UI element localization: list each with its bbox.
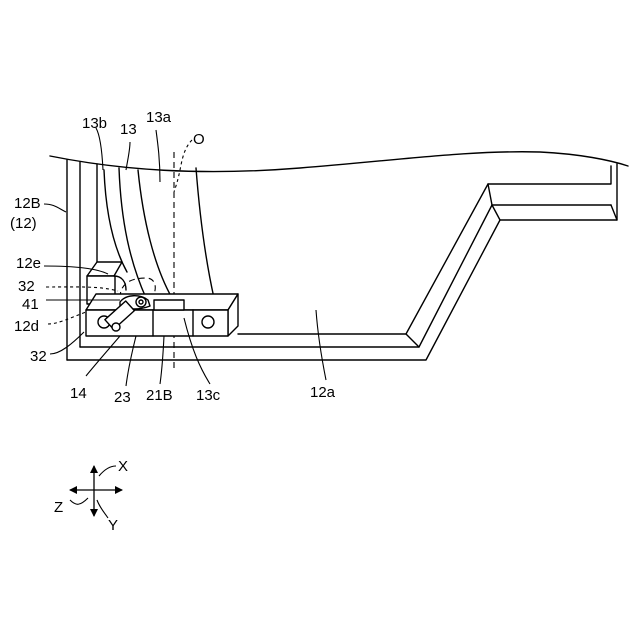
label-13: 13 [120, 121, 137, 138]
label-41: 41 [22, 296, 39, 313]
axis-indicator: X Y Z [54, 458, 128, 534]
label-21B: 21B [146, 387, 173, 404]
label-13a: 13a [146, 109, 172, 126]
label-13c: 13c [196, 387, 221, 404]
label-32-lower: 32 [30, 348, 47, 365]
label-14: 14 [70, 385, 87, 402]
label-O: O [193, 131, 205, 148]
axis-label-z: Z [54, 499, 63, 516]
label-12e: 12e [16, 255, 41, 272]
label-12a: 12a [310, 384, 336, 401]
break-line [50, 152, 628, 172]
axis-label-x: X [118, 458, 128, 475]
label-23: 23 [114, 389, 131, 406]
label-12B: 12B [14, 195, 41, 212]
label-32-upper: 32 [18, 278, 35, 295]
label-13b: 13b [82, 115, 107, 132]
axis-label-y: Y [108, 517, 118, 534]
label-12-paren: (12) [10, 215, 37, 232]
label-12d: 12d [14, 318, 39, 335]
reference-labels: 13b 13 13a O 12B (12) 12e 32 41 12d 32 1… [10, 109, 336, 406]
